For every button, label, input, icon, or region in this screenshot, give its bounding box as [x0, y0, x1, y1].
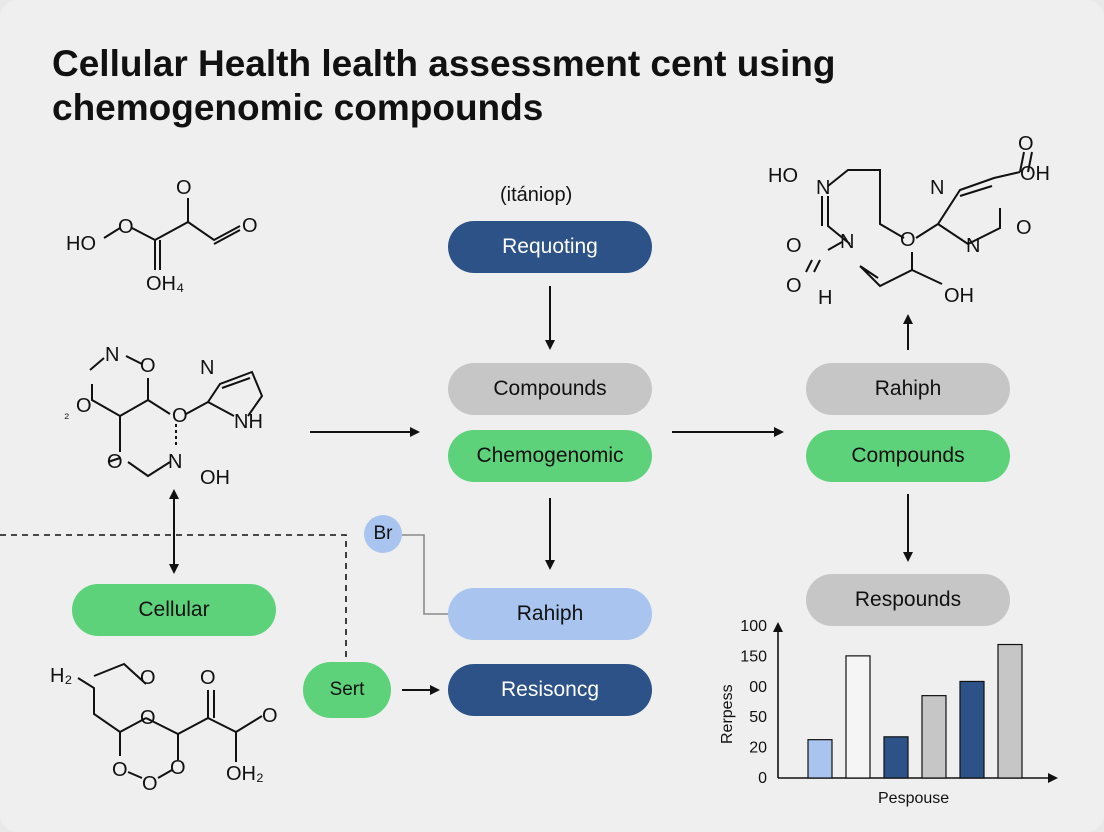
node-br: Br [364, 515, 402, 553]
m4-atom-9: N [930, 177, 944, 199]
node-cellular: Cellular [72, 584, 276, 636]
node-resisoncg: Resisoncg [448, 664, 652, 716]
br-connector [402, 534, 452, 615]
m4-atom-3: N [840, 231, 854, 253]
m2-atom-2: O [76, 395, 92, 417]
chart-y-tick-label: 00 [749, 679, 767, 696]
molecule-1: O HO O O OH₄ [66, 177, 258, 295]
m3-atom-7: O [170, 757, 186, 779]
node-requoting: Requoting [448, 221, 652, 273]
m4-atom-12: O [1016, 217, 1032, 239]
m3-atom-5: O [112, 759, 128, 781]
m3-atom-3: O [200, 667, 216, 689]
node-compounds-center: Compounds [448, 363, 652, 415]
diagram-title: Cellular Health lealth assessment cent u… [52, 43, 836, 128]
m2-atom-6: N [168, 451, 182, 473]
chart-y-tick-label: 150 [740, 648, 767, 665]
m4-atom-13: OH [1020, 163, 1050, 185]
m1-atom-3: O [242, 215, 258, 237]
center-caption: (itániop) [500, 184, 573, 206]
node-rahiph-right: Rahiph [806, 363, 1010, 415]
m4-atom-7: H [818, 287, 832, 309]
molecule-2: N O O ₂ O O N OH N NH [64, 344, 264, 489]
m4-atom-10: N [966, 235, 980, 257]
chart-bar [921, 695, 947, 779]
m3-atom-0: H₂ [50, 665, 72, 687]
node-sert: Sert [303, 662, 391, 718]
dashed-connector [0, 534, 347, 662]
m2-atom-3: ₂ [64, 405, 69, 421]
m2-atom-9: NH [234, 411, 263, 433]
chart-y-tick-label: 0 [758, 770, 767, 787]
m4-atom-0: HO [768, 165, 798, 187]
m2-atom-7: OH [200, 467, 230, 489]
chart-y-axis-label: Rerpess [719, 684, 736, 744]
m4-atom-5: O [786, 275, 802, 297]
chart-bar [997, 643, 1023, 779]
chart-bar [845, 655, 871, 779]
m4-atom-2: O [786, 235, 802, 257]
m4-atom-1: N [816, 177, 830, 199]
m3-atom-2: O [140, 707, 156, 729]
m2-atom-0: N [105, 344, 119, 366]
m2-atom-5: O [107, 451, 123, 473]
node-rahiph-center: Rahiph [448, 588, 652, 640]
m1-atom-2: O [118, 216, 134, 238]
m1-atom-1: HO [66, 233, 96, 255]
m2-atom-4: O [172, 405, 188, 427]
m3-atom-4: O [262, 705, 278, 727]
chart-bar [959, 680, 985, 779]
chart-y-tick-label: 20 [749, 740, 767, 757]
node-respounds: Respounds [806, 574, 1010, 626]
m1-atom-4: OH₄ [146, 273, 184, 295]
m4-atom-11: O [1018, 133, 1034, 155]
m1-atom-0: O [176, 177, 192, 199]
node-compounds-right: Compounds [806, 430, 1010, 482]
m3-atom-6: O [142, 773, 158, 795]
molecule-3: H₂ O O O O O O O OH₂ [50, 662, 278, 795]
m3-atom-8: OH₂ [226, 763, 264, 785]
m3-atom-1: O [140, 667, 156, 689]
chart-y-tick-label: 100 [740, 618, 767, 635]
node-chemogenomic: Chemogenomic [448, 430, 652, 482]
chart-bar [883, 736, 909, 779]
m4-atom-4: O [900, 229, 916, 251]
chart-y-tick-label: 50 [749, 709, 767, 726]
m2-atom-8: N [200, 357, 214, 379]
chart-x-axis-label: Pespouse [878, 790, 949, 807]
m4-atom-8: OH [944, 285, 974, 307]
chart-bar [807, 739, 833, 779]
molecule-4: HO N O N O O O H OH N N O O OH [768, 133, 1050, 309]
m2-atom-1: O [140, 355, 156, 377]
